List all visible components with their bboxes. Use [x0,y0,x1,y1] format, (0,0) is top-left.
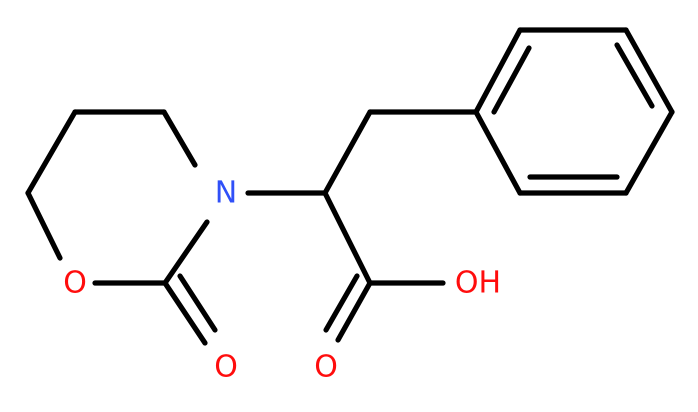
bond-c4-o [25,190,63,261]
bond-n-c6 [161,109,198,168]
bond-ph-3 [623,27,675,115]
bond-ph-inner-2 [614,42,655,109]
bond-ph-6 [473,109,523,196]
carbonyl-oxygen-label: O [214,350,238,385]
nitrogen-label: N [215,176,237,211]
atom-labels: N O O O OH [63,176,501,385]
bonds [25,27,675,346]
ring-oxygen-label: O [63,266,87,301]
bond-c-o-a [335,280,373,343]
bond-calpha-ch2 [322,109,373,196]
bond-c2-n [162,219,210,286]
acid-carbonyl-oxygen-label: O [314,350,338,385]
hydroxyl-label: OH [455,266,501,301]
bond-ph-inner-1 [491,45,532,115]
bond-calpha-cooh [322,190,373,286]
bond-c2-o-b [177,273,218,333]
bond-ph-1 [473,27,523,115]
bond-c-o-b [323,273,360,333]
bond-ph-4 [623,109,675,196]
bond-c5-c4 [25,109,78,196]
bond-c2-o-a [162,280,208,346]
